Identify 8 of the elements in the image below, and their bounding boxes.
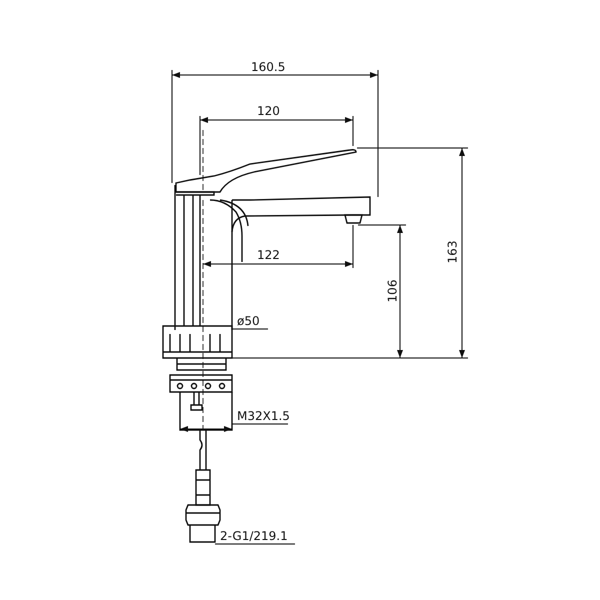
dimension-label: 160.5 — [250, 60, 286, 74]
thread-label: M32X1.5 — [236, 409, 291, 423]
dimension-label: 122 — [256, 248, 281, 262]
dimension-label: 106 — [385, 278, 400, 304]
diameter-label: ø50 — [236, 314, 261, 328]
dimension-label: 120 — [256, 104, 281, 118]
dimension-label: 163 — [445, 240, 460, 264]
thread-label: 2-G1/219.1 — [219, 529, 289, 543]
